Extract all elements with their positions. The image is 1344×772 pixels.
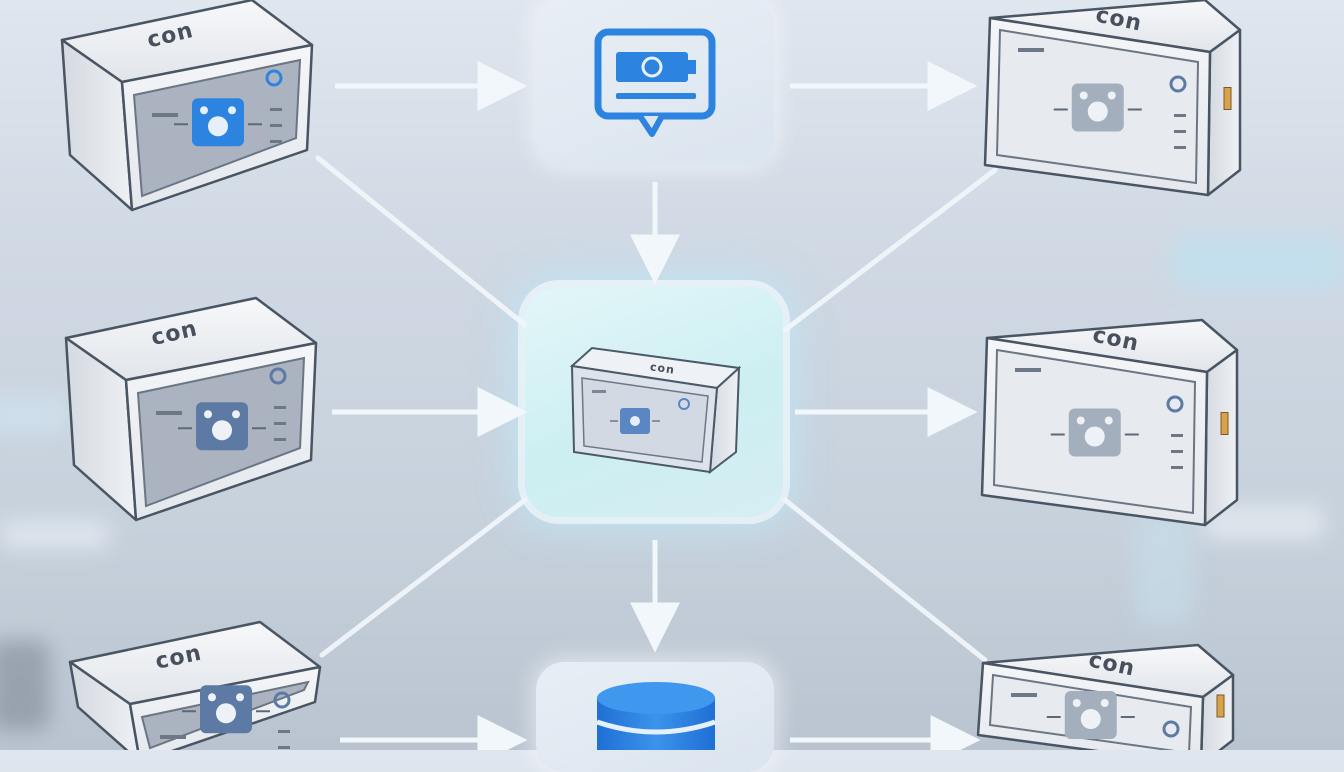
status-indicator-icon bbox=[273, 691, 291, 709]
connector-lines bbox=[315, 155, 998, 663]
container-box-icon: con bbox=[983, 0, 1242, 197]
container-box-icon: con bbox=[64, 296, 318, 522]
box-side-face bbox=[1206, 28, 1242, 197]
container-box-icon: con bbox=[60, 0, 314, 212]
box-label: con bbox=[649, 360, 675, 376]
background-glow bbox=[0, 640, 50, 730]
container-box-icon: con bbox=[976, 643, 1235, 750]
status-indicator-icon bbox=[1166, 395, 1184, 413]
status-indicator-icon bbox=[1162, 720, 1180, 738]
connector-line bbox=[782, 497, 988, 663]
status-indicator-icon bbox=[269, 367, 287, 385]
hub-container: con bbox=[569, 346, 742, 475]
container-box-icon: con bbox=[68, 620, 322, 750]
database-icon bbox=[596, 682, 716, 750]
diagram-canvas: con bbox=[315, 28, 998, 750]
connector-line bbox=[782, 167, 998, 333]
arrows bbox=[332, 61, 981, 750]
port-icon bbox=[1216, 694, 1225, 718]
connector-line bbox=[319, 497, 528, 658]
background-glow bbox=[0, 520, 110, 550]
status-indicator-icon bbox=[265, 69, 283, 87]
message-queue-tile bbox=[536, 0, 774, 165]
connector-line bbox=[315, 155, 528, 328]
container-boxes: con con con con con con bbox=[60, 0, 1242, 750]
port-icon bbox=[1223, 87, 1232, 110]
box-side-face bbox=[1203, 348, 1239, 527]
background-glow bbox=[0, 395, 70, 435]
background-glow bbox=[1174, 235, 1344, 290]
box-side-face bbox=[68, 660, 140, 750]
port-icon bbox=[1220, 412, 1229, 435]
background-glow bbox=[1134, 515, 1194, 625]
chat-bubble-icon bbox=[594, 28, 716, 137]
status-indicator-icon bbox=[1169, 75, 1187, 93]
container-box-icon: con bbox=[980, 318, 1239, 527]
